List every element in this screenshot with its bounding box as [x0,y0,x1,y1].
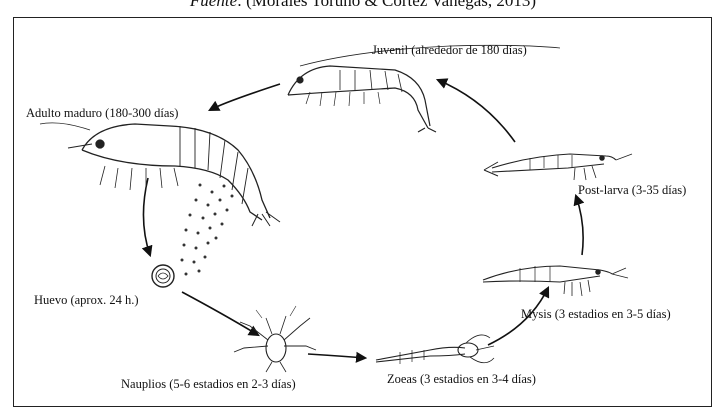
juvenil-shrimp-illustration [288,45,560,132]
arrow-adulto-to-huevo [143,178,150,255]
adulto-shrimp-illustration [40,123,280,226]
eggs-scatter [181,184,234,276]
label-nauplios: Nauplios (5-6 estadios en 2-3 días) [121,377,296,391]
arrow-postlarva-to-juvenil [438,80,515,142]
label-post-larva: Post-larva (3-35 días) [578,183,686,197]
label-mysis: Mysis (3 estadios en 3-5 días) [521,307,671,321]
arrow-juvenil-to-adulto [210,84,280,110]
label-huevo: Huevo (aprox. 24 h.) [34,293,139,307]
arrow-nauplios-to-zoeas [308,354,365,358]
cycle-arrows [143,80,583,358]
nauplios-illustration [234,306,316,372]
label-juvenil: Juvenil (alrededor de 180 días) [372,43,527,57]
arrow-mysis-to-postlarva [576,196,583,255]
post-larva-illustration [484,154,632,180]
huevo-illustration [152,265,174,287]
label-adulto-maduro: Adulto maduro (180-300 días) [26,106,178,120]
arrow-huevo-to-nauplios [182,292,258,335]
label-zoeas: Zoeas (3 estadios en 3-4 días) [387,372,536,386]
mysis-illustration [483,266,628,296]
zoeas-illustration [376,335,494,364]
